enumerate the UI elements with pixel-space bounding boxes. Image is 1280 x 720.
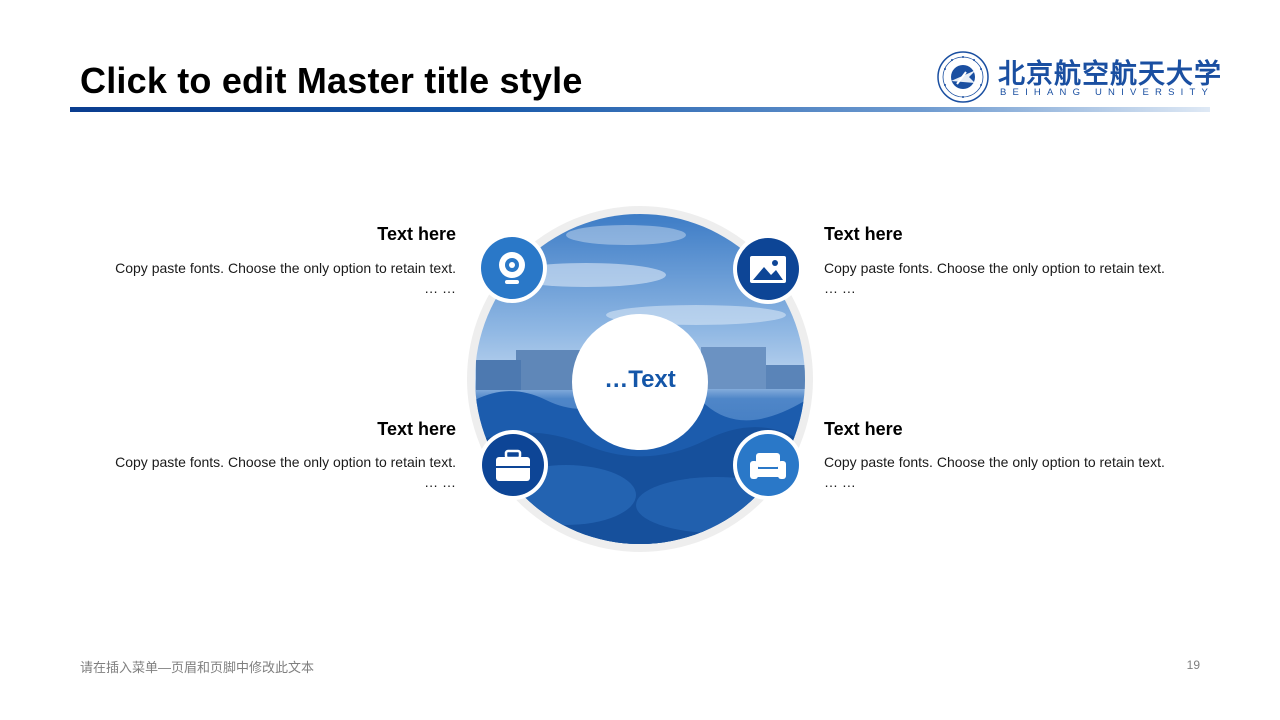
center-label[interactable]: …Text (604, 366, 676, 393)
university-logo: 北京航空航天大学 BEIHANG UNIVERSITY (936, 50, 1221, 106)
item-2-heading[interactable]: Text here (824, 224, 903, 244)
item-3-heading[interactable]: Text here (377, 419, 456, 439)
item-3-text: Copy paste fonts. Choose the only option… (115, 454, 456, 470)
item-3-ellipsis: … … (424, 474, 456, 490)
sofa-icon-badge[interactable] (733, 430, 803, 500)
webcam-icon-badge[interactable] (477, 233, 547, 303)
item-1-text: Copy paste fonts. Choose the only option… (115, 260, 456, 276)
center-photo-wheel (467, 206, 813, 552)
logo-chinese-name: 北京航空航天大学 (998, 59, 1222, 90)
image-icon-badge[interactable] (733, 234, 803, 304)
item-4-body[interactable]: Copy paste fonts. Choose the only option… (824, 452, 1194, 492)
page-number: 19 (1186, 658, 1200, 672)
item-1-body[interactable]: Copy paste fonts. Choose the only option… (86, 258, 456, 298)
university-seal-icon (937, 51, 989, 103)
title-underline (70, 107, 1210, 112)
footer-text[interactable]: 请在插入菜单—页眉和页脚中修改此文本 (80, 660, 315, 675)
logo-english-name: BEIHANG UNIVERSITY (1000, 87, 1215, 98)
item-2-body[interactable]: Copy paste fonts. Choose the only option… (824, 258, 1194, 298)
slide-title[interactable]: Click to edit Master title style (80, 60, 583, 101)
item-1-ellipsis: … … (424, 280, 456, 296)
item-1-heading[interactable]: Text here (377, 224, 456, 244)
item-4-heading[interactable]: Text here (824, 419, 903, 439)
item-4-ellipsis: … … (824, 474, 856, 490)
item-2-ellipsis: … … (824, 280, 856, 296)
briefcase-icon-badge[interactable] (478, 430, 548, 500)
item-4-text: Copy paste fonts. Choose the only option… (824, 454, 1165, 470)
item-2-text: Copy paste fonts. Choose the only option… (824, 260, 1165, 276)
item-3-body[interactable]: Copy paste fonts. Choose the only option… (86, 452, 456, 492)
